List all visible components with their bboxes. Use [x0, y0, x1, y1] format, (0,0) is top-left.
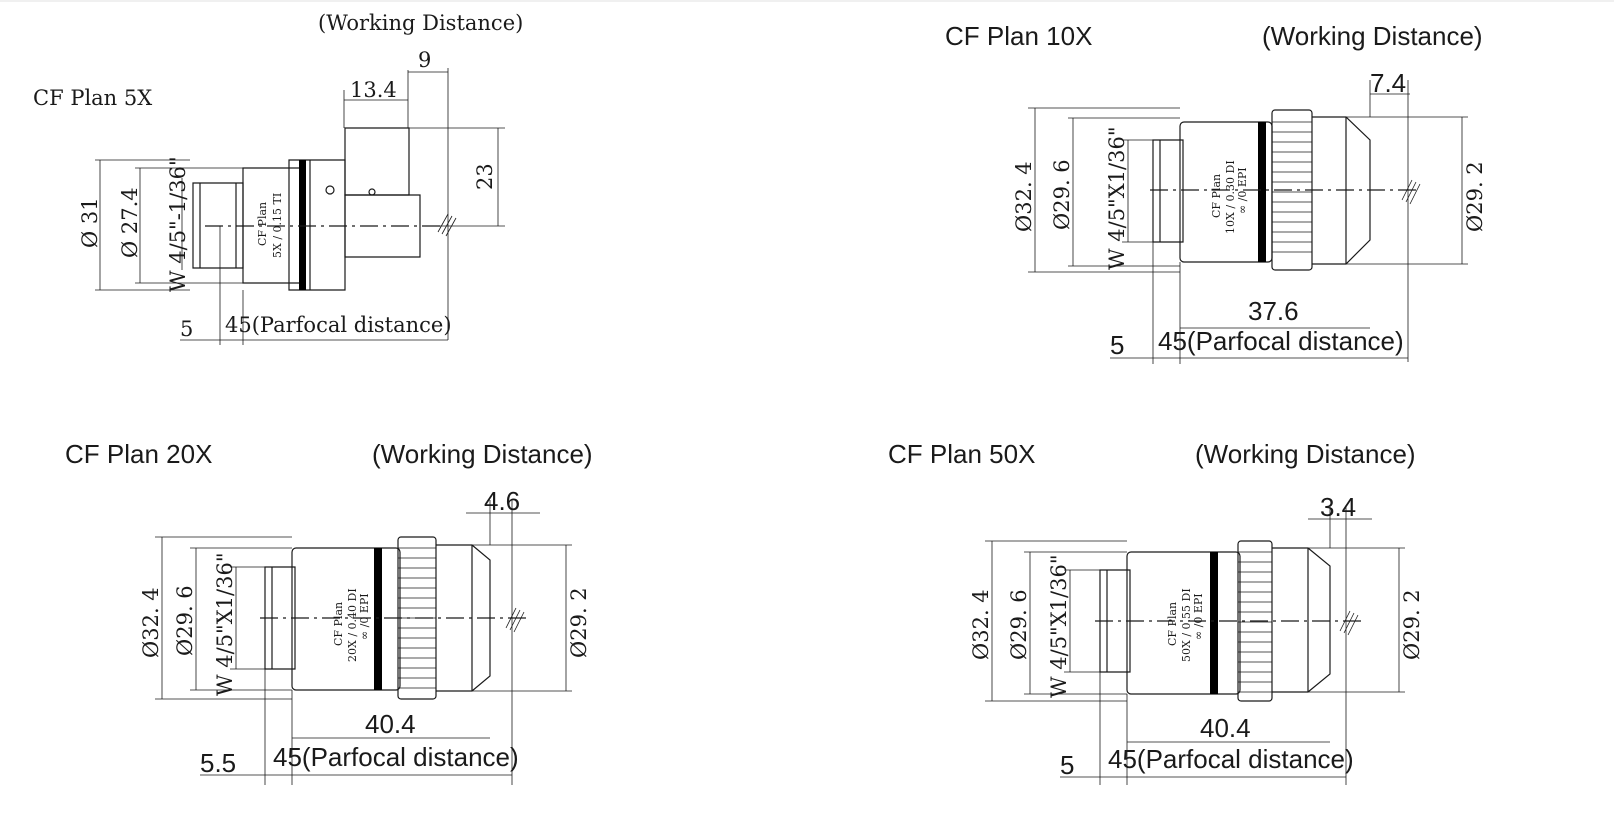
dim-20x-inner-dia: Ø29. 6	[173, 585, 197, 656]
dim-5x-side-height: 23	[473, 163, 497, 190]
color-band-50x	[1210, 552, 1218, 694]
dim-10x-body-length: 37.6	[1248, 296, 1299, 326]
objective-20x-title: CF Plan 20X	[65, 439, 212, 469]
objective-50x-title: CF Plan 50X	[888, 439, 1035, 469]
dim-20x-body-length: 40.4	[365, 709, 416, 739]
engraving-20x-line2: 20X / 0.40 DI	[346, 588, 359, 662]
dim-10x-thread: W 4/5"X1/36"	[1105, 127, 1129, 270]
dim-10x-thread-length: 5	[1110, 330, 1124, 360]
objective-5x-drawing: CF Plan 5X (Working Distance)	[33, 11, 523, 345]
engraving-50x-line2: 50X / 0.55 DI	[1180, 588, 1193, 662]
dim-10x-parfocal: 45(Parfocal distance)	[1158, 326, 1404, 356]
thread-10x	[1153, 140, 1183, 242]
knurl-lines-10x	[1272, 122, 1312, 252]
engraving-5x-line2: 5X / 0.15 TI	[271, 193, 284, 258]
color-band-10x	[1258, 122, 1266, 262]
knurl-lines-50x	[1238, 552, 1272, 692]
nose-50x	[1272, 548, 1330, 692]
dim-20x-front-dia: Ø29. 2	[567, 587, 591, 658]
objective-20x-labels: CF Plan 20X / 0.40 DI ∞ /0 EPI Ø32. 4 Ø2…	[139, 486, 591, 778]
dim-20x-outer-dia: Ø32. 4	[139, 587, 163, 658]
dim-5x-outer-dia: Ø 31	[78, 197, 102, 248]
objective-5x-working-distance-label: (Working Distance)	[318, 11, 523, 35]
objective-50x-drawing: CF Plan 50X (Working Distance)	[888, 439, 1416, 785]
engraving-50x-line3: ∞ /0 EPI	[1192, 593, 1205, 640]
dim-50x-parfocal: 45(Parfocal distance)	[1108, 744, 1354, 774]
engraving-5x-line1: CF Plan	[256, 202, 269, 246]
engraving-10x-line3: ∞ /0 EPI	[1236, 167, 1249, 214]
dim-20x-working-distance: 4.6	[484, 486, 520, 516]
engraving-10x-line1: CF Plan	[1210, 174, 1223, 218]
color-band-5x	[299, 160, 306, 290]
engraving-50x-line1: CF Plan	[1166, 602, 1179, 646]
body-50x	[1127, 552, 1240, 694]
dim-5x-inner-dia: Ø 27.4	[118, 187, 142, 258]
dim-5x-parfocal: 45(Parfocal distance)	[225, 313, 452, 337]
knurl-ring-50x	[1238, 541, 1272, 701]
objective-10x-title: CF Plan 10X	[945, 21, 1092, 51]
dim-10x-working-distance: 7.4	[1370, 68, 1406, 98]
objective-50x-working-distance-label: (Working Distance)	[1195, 439, 1416, 469]
dim-10x-front-dia: Ø29. 2	[1463, 161, 1487, 232]
dim-5x-working-distance: 9	[418, 48, 431, 72]
dim-50x-front-dia: Ø29. 2	[1400, 589, 1424, 660]
objective-5x-title: CF Plan 5X	[33, 86, 152, 110]
dim-5x-thread-length: 5	[180, 317, 193, 341]
engraving-20x-line1: CF Plan	[332, 602, 345, 646]
dim-50x-working-distance: 3.4	[1320, 492, 1356, 522]
objective-20x-drawing: CF Plan 20X (Working Distance)	[65, 439, 593, 785]
color-band-20x	[374, 548, 382, 690]
dim-10x-inner-dia: Ø29. 6	[1050, 159, 1074, 230]
objective-10x-drawing: CF Plan 10X (Working Distance)	[945, 21, 1483, 364]
objective-5x-labels: CF Plan 5X / 0.15 TI Ø 31 Ø 27.4 W 4/5"-…	[78, 48, 497, 341]
engraving-20x-line3: ∞ /0 EPI	[358, 593, 371, 640]
dim-5x-thread: W 4/5"-1/36"	[166, 156, 190, 292]
objective-10x-working-distance-label: (Working Distance)	[1262, 21, 1483, 51]
dim-50x-thread-length: 5	[1060, 750, 1074, 780]
dim-50x-outer-dia: Ø32. 4	[969, 589, 993, 660]
dim-20x-thread-length: 5.5	[200, 748, 236, 778]
objective-50x-labels: CF Plan 50X / 0.55 DI ∞ /0 EPI Ø32. 4 Ø2…	[969, 492, 1424, 780]
body-20x	[292, 548, 400, 690]
objective-10x-labels: CF Plan 10X / 0.30 DI ∞ /0 EPI Ø32. 4 Ø2…	[1012, 68, 1487, 360]
engraving-10x-line2: 10X / 0.30 DI	[1224, 160, 1237, 234]
dim-20x-thread: W 4/5"X1/36"	[213, 553, 237, 696]
dim-10x-outer-dia: Ø32. 4	[1012, 161, 1036, 232]
objective-20x-working-distance-label: (Working Distance)	[372, 439, 593, 469]
dim-20x-parfocal: 45(Parfocal distance)	[273, 742, 519, 772]
dim-5x-front-length: 13.4	[350, 78, 397, 102]
dim-50x-thread: W 4/5"X1/36"	[1047, 555, 1071, 698]
dim-50x-inner-dia: Ø29. 6	[1007, 589, 1031, 660]
dim-50x-body-length: 40.4	[1200, 713, 1251, 743]
